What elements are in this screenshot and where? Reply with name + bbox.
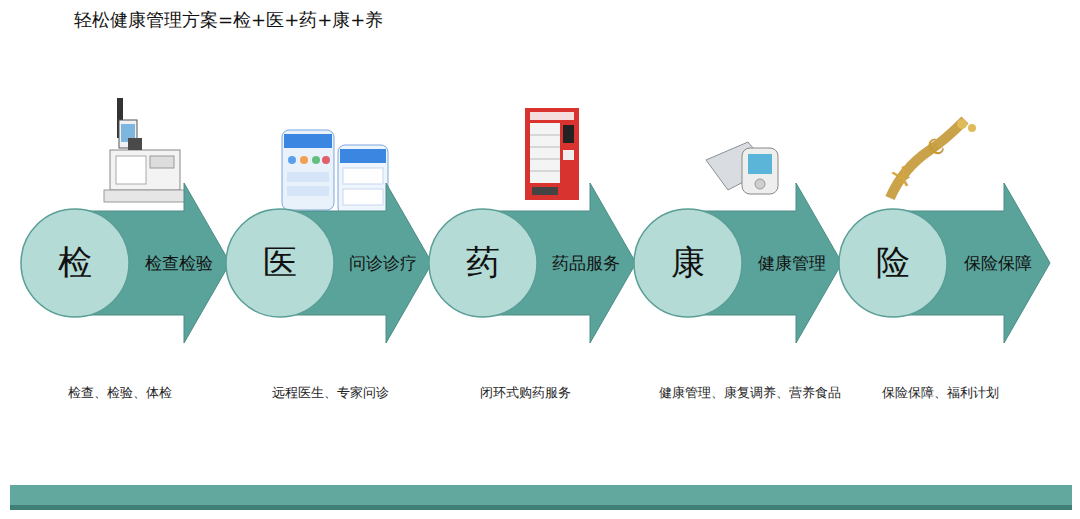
- stage-circle: 药: [428, 208, 538, 318]
- circle-fill: [21, 209, 129, 317]
- circle-fill: [226, 209, 334, 317]
- stage-name: 健康管理: [745, 183, 838, 343]
- svg-text:€: €: [922, 134, 949, 162]
- circle-fill: [839, 209, 947, 317]
- bottom-band: [10, 485, 1072, 505]
- stage-description: 保险保障、福利计划: [882, 384, 999, 402]
- health-device: [706, 142, 778, 194]
- circle-fill: [429, 209, 537, 317]
- circle-fill: [634, 209, 742, 317]
- stage-name: 保险保障: [950, 183, 1046, 343]
- health-kiosk: [104, 98, 186, 202]
- stage-circle: 险: [838, 208, 948, 318]
- arrow-fill: [893, 183, 1050, 343]
- stage-name: 问诊诊疗: [337, 183, 428, 343]
- stage-char: 检: [20, 208, 130, 318]
- stage-description: 健康管理、康复调养、营养食品: [659, 384, 841, 402]
- stage-circle: 检: [20, 208, 130, 318]
- stage-circle: 医: [225, 208, 335, 318]
- stage-description: 闭环式购药服务: [480, 384, 571, 402]
- stage-name: 药品服务: [540, 183, 632, 343]
- arrow-fill: [483, 183, 636, 343]
- stage-char: 康: [633, 208, 743, 318]
- svg-text:¥: ¥: [888, 161, 917, 195]
- stage-name: 检查检验: [132, 183, 226, 343]
- stage-char: 医: [225, 208, 335, 318]
- stage-circle: 康: [633, 208, 743, 318]
- arrow-fill: [280, 183, 432, 343]
- arrow-fill: [75, 183, 230, 343]
- stage-description: 远程医生、专家问诊: [272, 384, 389, 402]
- bottom-band-edge: [10, 505, 1072, 510]
- money-figure: ¥ €: [888, 119, 976, 198]
- phone-app: [282, 130, 388, 215]
- stage-char: 险: [838, 208, 948, 318]
- vending-machine: [525, 108, 579, 200]
- diagram-title: 轻松健康管理方案=检+医+药+康+养: [74, 8, 383, 32]
- stage-char: 药: [428, 208, 538, 318]
- arrow-fill: [688, 183, 842, 343]
- stage-description: 检查、检验、体检: [68, 384, 172, 402]
